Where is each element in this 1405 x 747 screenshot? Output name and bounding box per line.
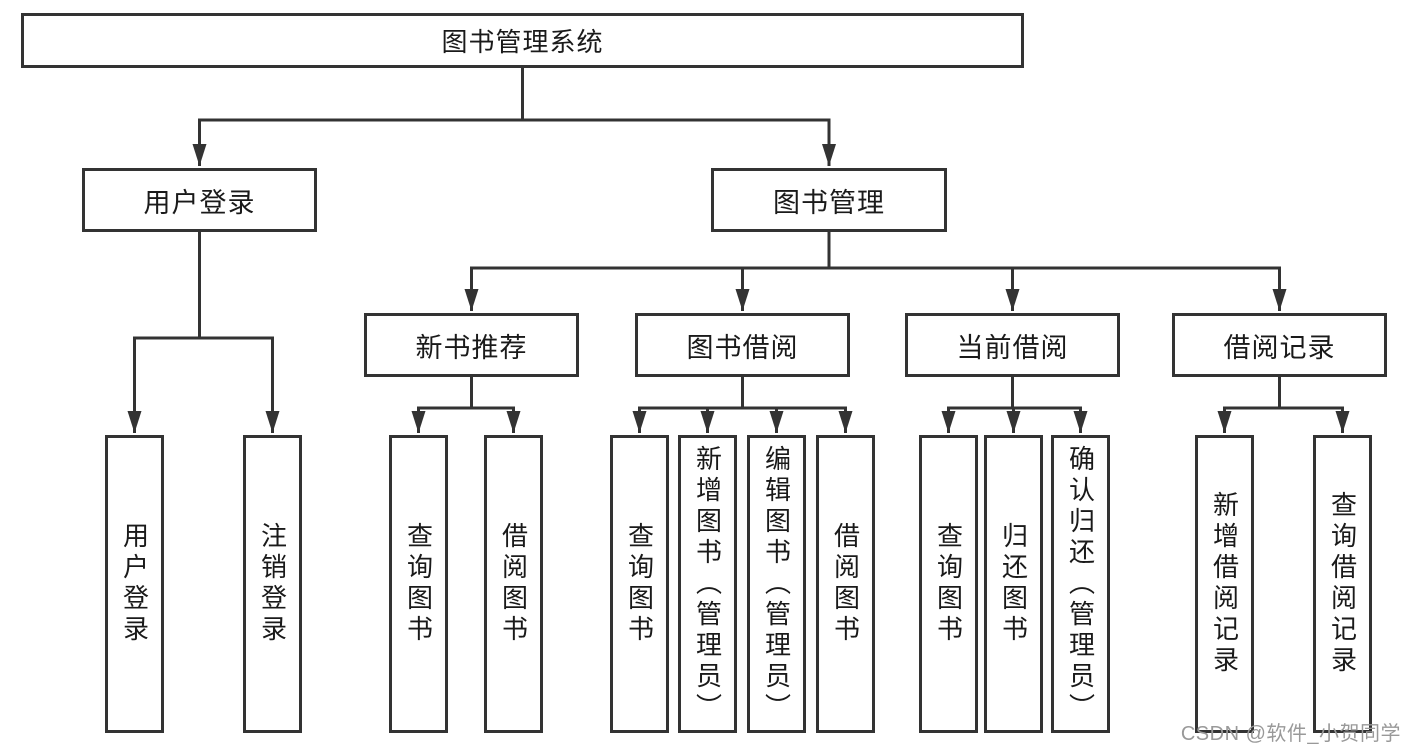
leaf-borrow-book-recommend: 借阅图书 bbox=[484, 435, 543, 733]
node-book-management: 图书管理 bbox=[711, 168, 947, 232]
leaf-add-borrow-record: 新增借阅记录 bbox=[1195, 435, 1254, 733]
leaf-query-book-current: 查询图书 bbox=[919, 435, 978, 733]
node-user-login: 用户登录 bbox=[82, 168, 317, 232]
node-book-borrow: 图书借阅 bbox=[635, 313, 850, 377]
node-borrow-record: 借阅记录 bbox=[1172, 313, 1387, 377]
tree-skeleton bbox=[133, 66, 1344, 410]
leaf-borrow-book: 借阅图书 bbox=[816, 435, 875, 733]
node-root-title: 图书管理系统 bbox=[21, 13, 1024, 68]
node-current-borrow: 当前借阅 bbox=[905, 313, 1120, 377]
csdn-watermark: CSDN @软件_小贺同学 bbox=[1180, 723, 1401, 745]
leaf-return-book: 归还图书 bbox=[984, 435, 1043, 733]
leaf-query-book-recommend: 查询图书 bbox=[389, 435, 448, 733]
leaf-query-borrow-record: 查询借阅记录 bbox=[1313, 435, 1372, 733]
leaf-confirm-return-admin: 确认归还（管理员） bbox=[1051, 435, 1110, 733]
leaf-user-login: 用户登录 bbox=[105, 435, 164, 733]
leaf-logout: 注销登录 bbox=[243, 435, 302, 733]
leaf-query-book-borrow: 查询图书 bbox=[610, 435, 669, 733]
node-new-book-recommend: 新书推荐 bbox=[364, 313, 579, 377]
leaf-edit-book-admin: 编辑图书（管理员） bbox=[747, 435, 806, 733]
leaf-add-book-admin: 新增图书（管理员） bbox=[678, 435, 737, 733]
